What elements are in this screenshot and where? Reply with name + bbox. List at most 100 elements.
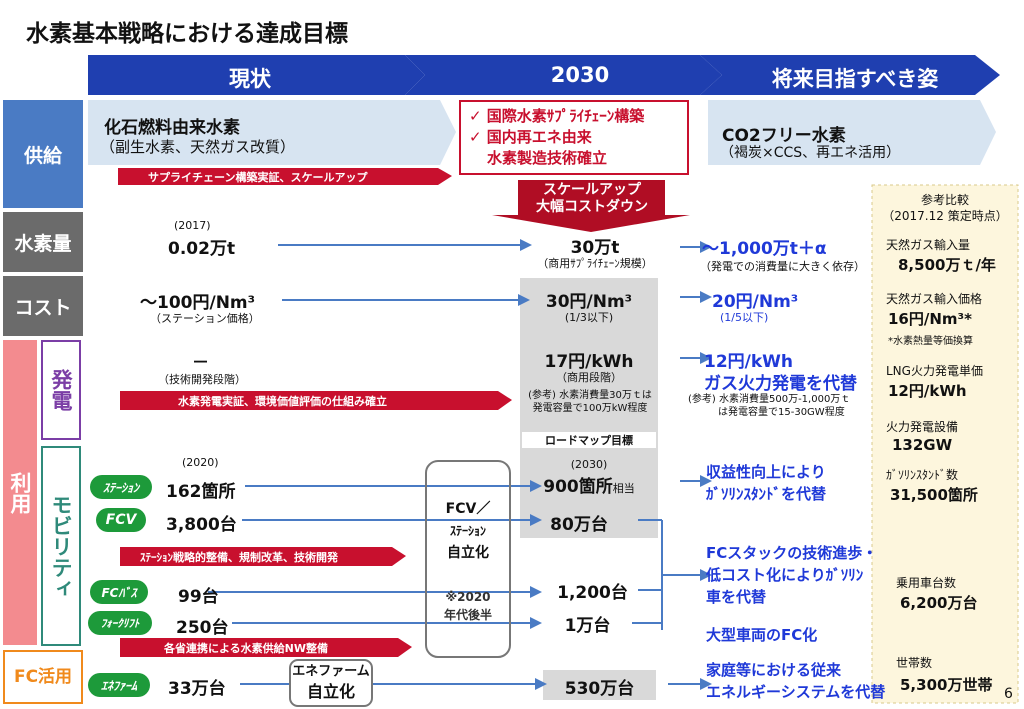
power-banner: 水素発電実証、環境価値評価の仕組み確立 <box>178 394 387 408</box>
ref-gs-label: ｶﾞｿﾘﾝｽﾀﾝﾄﾞ数 <box>886 468 959 482</box>
power-2030-ref-2: 発電容量で100万kW程度 <box>532 403 648 414</box>
supply-banner-shape <box>118 168 452 185</box>
enefarm-box <box>289 659 373 707</box>
future-station-1: 収益性向上により <box>706 463 826 481</box>
future-fcv-2: 低コスト化によりｶﾞｿﾘﾝ <box>706 566 864 584</box>
ref-lng-value: 12円/kWh <box>888 382 967 400</box>
reference-panel <box>871 184 1019 704</box>
row-amount: 水素量 <box>3 212 83 272</box>
bus-2030: 1,200台 <box>557 583 628 603</box>
phase-future-label: 将来目指すべき姿 <box>771 67 939 91</box>
reference-title: 参考比較 <box>920 193 969 207</box>
supply-current-title: 化石燃料由来水素 <box>104 118 240 138</box>
phase-2030-label: 2030 <box>550 63 610 87</box>
gray-2030-fc <box>543 670 656 700</box>
station-2030-wrap: 900箇所相当 <box>520 472 658 497</box>
ref-car-value: 6,200万台 <box>900 594 978 612</box>
cost-future: 20円/Nm³ <box>712 292 799 312</box>
reference-subtitle: （2017.12 策定時点） <box>882 209 1008 223</box>
future-station: 収益性向上により ｶﾞｿﾘﾝｽﾀﾝﾄﾞを代替 <box>706 461 826 505</box>
ref-price-label: 天然ガス輸入価格 <box>886 292 983 306</box>
power-future-ref: (参考) 水素消費量500万-1,000万ｔ は発電容量で15-30GW程度 <box>688 393 872 419</box>
bus-current: 99台 <box>178 587 219 607</box>
supply-future-shape <box>708 100 996 165</box>
row-fc: FC活用 <box>3 650 83 704</box>
fcv-box-line2: ｽﾃｰｼｮﾝ <box>449 524 486 538</box>
forklift-current: 250台 <box>176 618 229 638</box>
ref-gas-value: 8,500万ｔ/年 <box>898 256 996 274</box>
power-future-ref-1: (参考) 水素消費量500万-1,000万ｔ <box>688 394 851 405</box>
mobility-year: (2020) <box>182 456 219 469</box>
amount-2030-note: （商用ｻﾌﾟﾗｲﾁｪｰﾝ規模） <box>537 257 653 270</box>
phase-current-arrow <box>88 55 425 95</box>
fcv-box-note: ※2020 年代後半 <box>428 588 508 624</box>
fcv-current: 3,800台 <box>166 515 237 535</box>
scaleup-arrow <box>492 180 690 232</box>
cost-2030-note: (1/3以下) <box>564 311 614 324</box>
cost-current: ～100円/Nm³ <box>140 293 256 313</box>
enefarm-box-line2: 自立化 <box>306 682 355 701</box>
row-supply: 供給 <box>3 100 83 208</box>
power-2030-note: （商用段階） <box>556 371 622 384</box>
cost-2030: 30円/Nm³ <box>545 292 633 312</box>
future-big-vehicle: 大型車両のFC化 <box>706 626 818 644</box>
fc-future-2: エネルギーシステムを代替 <box>706 683 886 701</box>
row-power: 発電 <box>41 340 81 440</box>
station-chip: ｽﾃｰｼｮﾝ <box>90 475 152 499</box>
fc-future: 家庭等における従来 エネルギーシステムを代替 <box>706 659 885 703</box>
supply-2030-goals: ✓ 国際水素ｻﾌﾟﾗｲﾁｪｰﾝ構築 ✓ 国内再エネ由来 水素製造技術確立 <box>459 100 689 175</box>
future-fcv-3: 車を代替 <box>706 588 767 606</box>
roadmap-label: ロードマップ目標 <box>522 432 656 448</box>
future-fcv: FCスタックの技術進歩・ 低コスト化によりｶﾞｿﾘﾝ 車を代替 <box>706 542 877 608</box>
fcv-2030: 80万台 <box>550 515 608 535</box>
power-2030-ref: (参考) 水素消費量30万ｔは 発電容量で100万kW程度 <box>505 389 675 415</box>
amount-2030: 30万t <box>570 238 620 258</box>
ref-gs-value: 31,500箇所 <box>890 486 978 504</box>
row-mobility: モビリティ <box>41 446 81 646</box>
ref-price-value: 16円/Nm³* <box>888 310 972 328</box>
page-title: 水素基本戦略における達成目標 <box>26 21 348 47</box>
ref-price-note: *水素熱量等価換算 <box>888 336 973 347</box>
row-cost: コスト <box>3 276 83 336</box>
supply-goal-3: 水素製造技術確立 <box>487 149 608 167</box>
ref-thermal-value: 132GW <box>892 436 953 454</box>
scaleup-label: スケールアップ 大幅コストダウン <box>518 182 666 216</box>
power-current-note: （技術開発段階） <box>158 373 246 386</box>
reference-header: 参考比較 （2017.12 策定時点） <box>872 192 1018 224</box>
enefarm-box-line1: エネファーム <box>292 664 370 679</box>
fc-current: 33万台 <box>168 679 226 699</box>
amount-year: (2017) <box>174 219 211 232</box>
future-fcv-1: FCスタックの技術進歩・ <box>706 544 878 562</box>
phase-future-arrow <box>700 55 1000 95</box>
supply-current-shape <box>88 100 456 165</box>
fcv-box <box>425 460 511 658</box>
cost-future-note: (1/5以下) <box>720 311 769 324</box>
fcv-box-text: FCV／ ｽﾃｰｼｮﾝ 自立化 <box>428 498 508 564</box>
power-future-2: ガス火力発電を代替 <box>704 374 857 394</box>
supply-goal-1: ✓ 国際水素ｻﾌﾟﾗｲﾁｪｰﾝ構築 <box>469 107 645 125</box>
fcv-box-line5: 年代後半 <box>443 608 492 622</box>
ref-gas-label: 天然ガス輸入量 <box>886 238 971 252</box>
roadmap-year: (2030) <box>570 458 608 471</box>
mobility-banner-2: 各省連携による水素供給NW整備 <box>164 641 329 655</box>
ref-household-label: 世帯数 <box>896 656 933 670</box>
ref-car-label: 乗用車台数 <box>896 576 957 590</box>
supply-current-sub: （副生水素、天然ガス改質） <box>100 138 296 156</box>
fcv-box-line3: 自立化 <box>447 545 489 561</box>
fc-future-1: 家庭等における従来 <box>706 661 842 679</box>
mobility-banner2-shape <box>120 638 412 657</box>
fc-2030: 530万台 <box>564 679 635 699</box>
station-2030: 900箇所 <box>543 477 613 497</box>
power-future-1: 12円/kWh <box>704 352 794 372</box>
gray-2030-column <box>520 278 658 538</box>
ref-lng-label: LNG火力発電単価 <box>886 364 983 378</box>
fcv-box-line1: FCV／ <box>445 501 491 517</box>
page-number: 6 <box>1004 686 1013 702</box>
power-banner-shape <box>120 391 512 410</box>
station-current: 162箇所 <box>166 482 236 502</box>
power-current: － <box>192 353 209 373</box>
scaleup-line1: スケールアップ <box>543 182 641 198</box>
station-2030-suffix: 相当 <box>612 482 635 495</box>
power-2030-ref-1: (参考) 水素消費量30万ｔは <box>528 390 652 401</box>
